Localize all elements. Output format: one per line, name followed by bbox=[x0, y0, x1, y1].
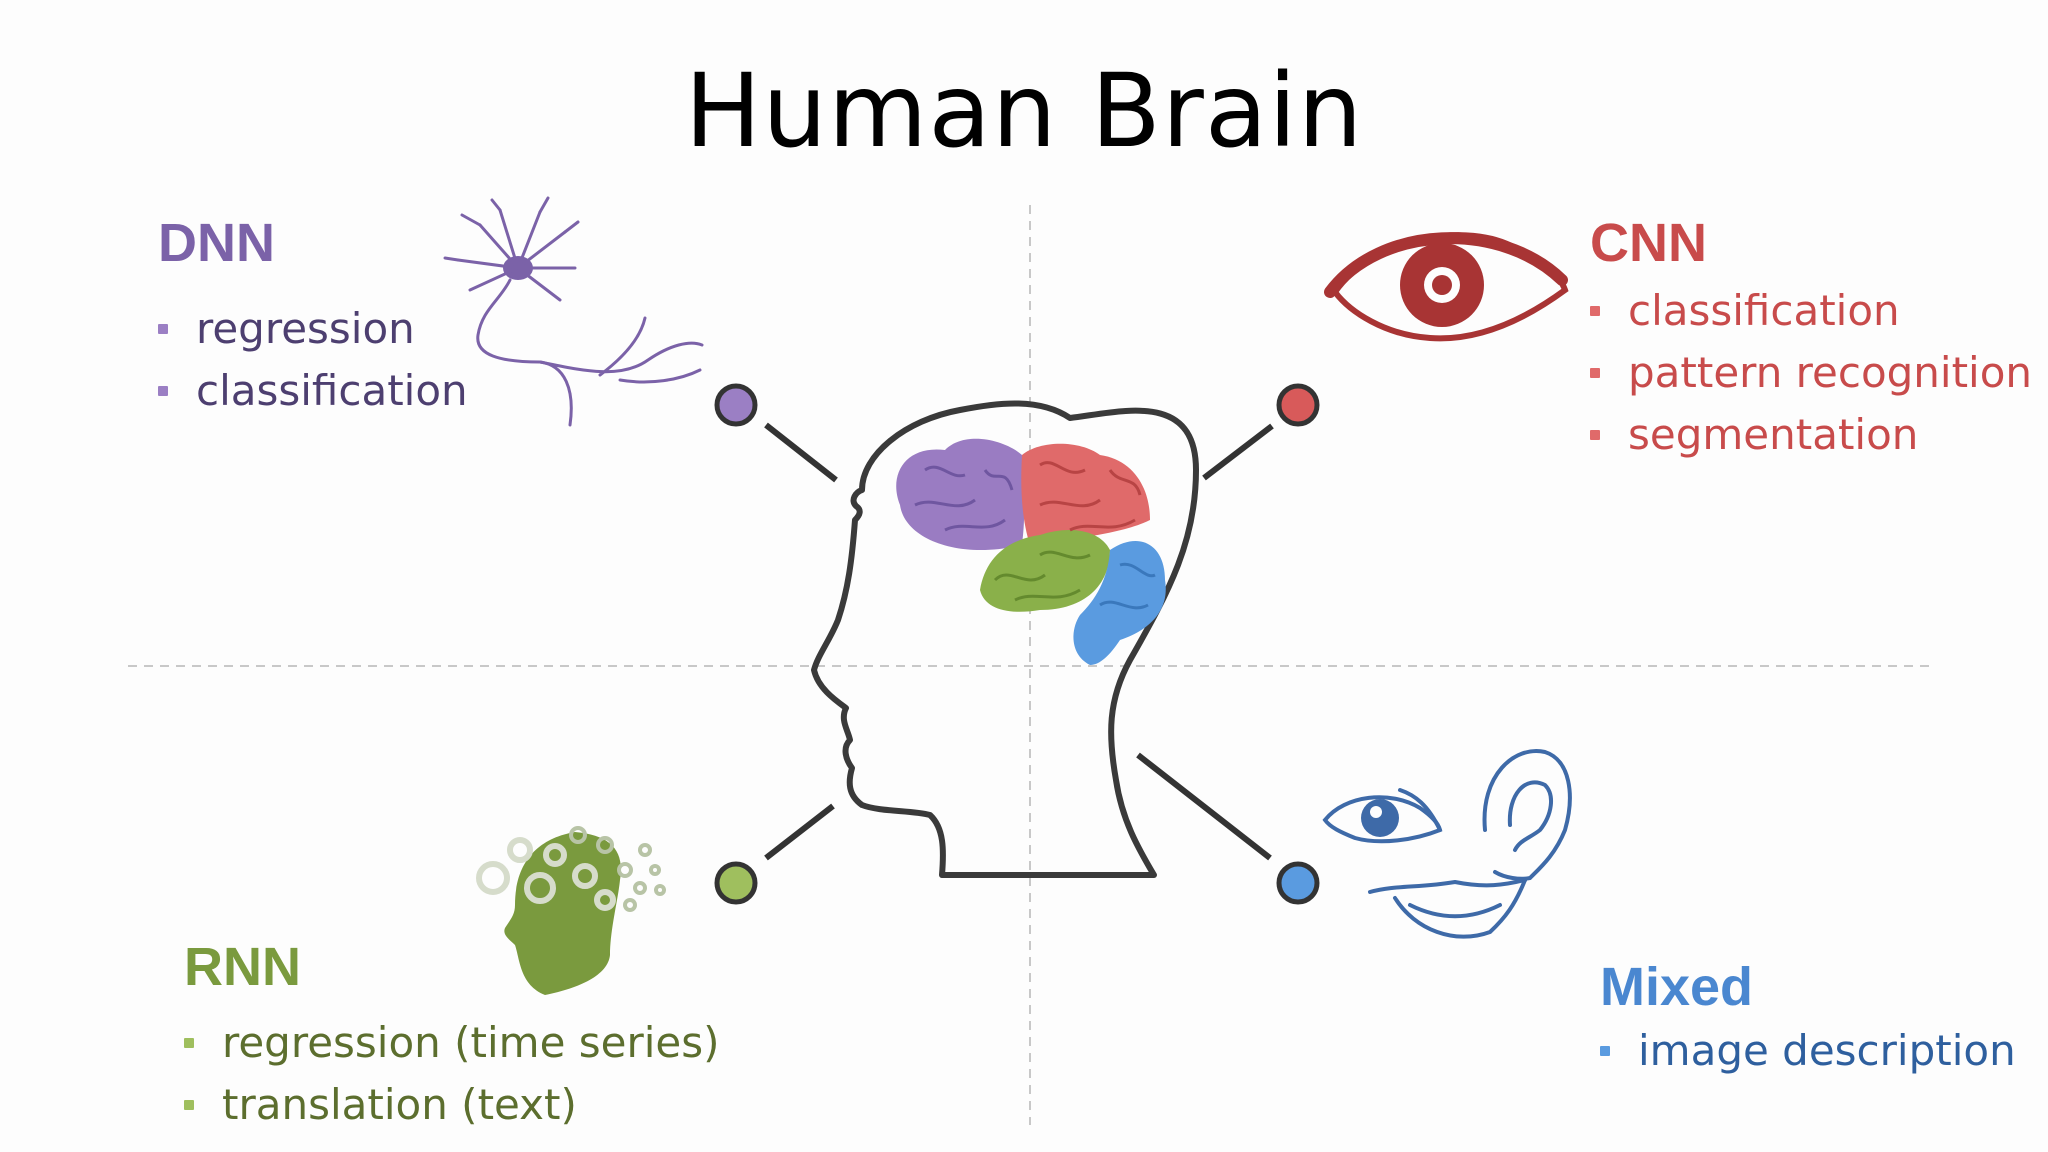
list-item: regression bbox=[158, 298, 468, 360]
dot-mixed bbox=[1276, 861, 1320, 905]
cnn-heading: CNN bbox=[1590, 213, 1707, 273]
list-item: segmentation bbox=[1590, 404, 2032, 466]
list-item-label: regression (time series) bbox=[222, 1018, 720, 1067]
dot-cnn bbox=[1276, 383, 1320, 427]
list-item-label: translation (text) bbox=[222, 1080, 577, 1129]
gears-head-icon bbox=[476, 826, 666, 995]
dot-rnn bbox=[714, 861, 758, 905]
face-eye-ear-mouth-icon bbox=[1322, 749, 1572, 939]
list-item: classification bbox=[1590, 280, 2032, 342]
page-title: Human Brain bbox=[684, 52, 1364, 171]
list-item: classification bbox=[158, 360, 468, 422]
rnn-heading: RNN bbox=[184, 937, 301, 997]
cnn-list: classification pattern recognition segme… bbox=[1590, 280, 2032, 466]
bullet-icon bbox=[184, 1038, 194, 1048]
quadrant-rnn: RNN regression (time series) translation… bbox=[184, 940, 720, 1136]
mixed-heading: Mixed bbox=[1600, 957, 1754, 1017]
neuron-icon bbox=[443, 196, 704, 427]
bullet-icon bbox=[1590, 368, 1600, 378]
list-item: regression (time series) bbox=[184, 1012, 720, 1074]
connector-dnn bbox=[764, 422, 838, 483]
connector-mixed bbox=[1136, 752, 1272, 861]
bullet-icon bbox=[1590, 306, 1600, 316]
dot-dnn bbox=[714, 383, 758, 427]
brain-icon bbox=[896, 438, 1166, 665]
list-item: translation (text) bbox=[184, 1074, 720, 1136]
quadrant-mixed: Mixed image description bbox=[1600, 960, 2016, 1082]
list-item-label: pattern recognition bbox=[1628, 348, 2033, 397]
list-item: pattern recognition bbox=[1590, 342, 2032, 404]
list-item-label: classification bbox=[1628, 286, 1900, 335]
connector-rnn bbox=[764, 803, 835, 861]
list-item-label: segmentation bbox=[1628, 410, 1919, 459]
list-item-label: classification bbox=[196, 366, 468, 415]
eye-icon bbox=[1324, 232, 1569, 342]
dnn-heading: DNN bbox=[158, 213, 275, 273]
list-item-label: image description bbox=[1638, 1026, 2016, 1075]
bullet-icon bbox=[1600, 1046, 1610, 1056]
bullet-icon bbox=[184, 1100, 194, 1110]
mixed-list: image description bbox=[1600, 1020, 2016, 1082]
list-item: image description bbox=[1600, 1020, 2016, 1082]
dnn-list: regression classification bbox=[158, 298, 468, 422]
quadrant-dnn: DNN regression classification bbox=[158, 216, 468, 422]
bullet-icon bbox=[158, 324, 168, 334]
bullet-icon bbox=[1590, 430, 1600, 440]
quadrant-cnn: CNN classification pattern recognition s… bbox=[1590, 216, 2032, 466]
bullet-icon bbox=[158, 386, 168, 396]
list-item-label: regression bbox=[196, 304, 415, 353]
connector-cnn bbox=[1202, 423, 1274, 481]
rnn-list: regression (time series) translation (te… bbox=[184, 1012, 720, 1136]
